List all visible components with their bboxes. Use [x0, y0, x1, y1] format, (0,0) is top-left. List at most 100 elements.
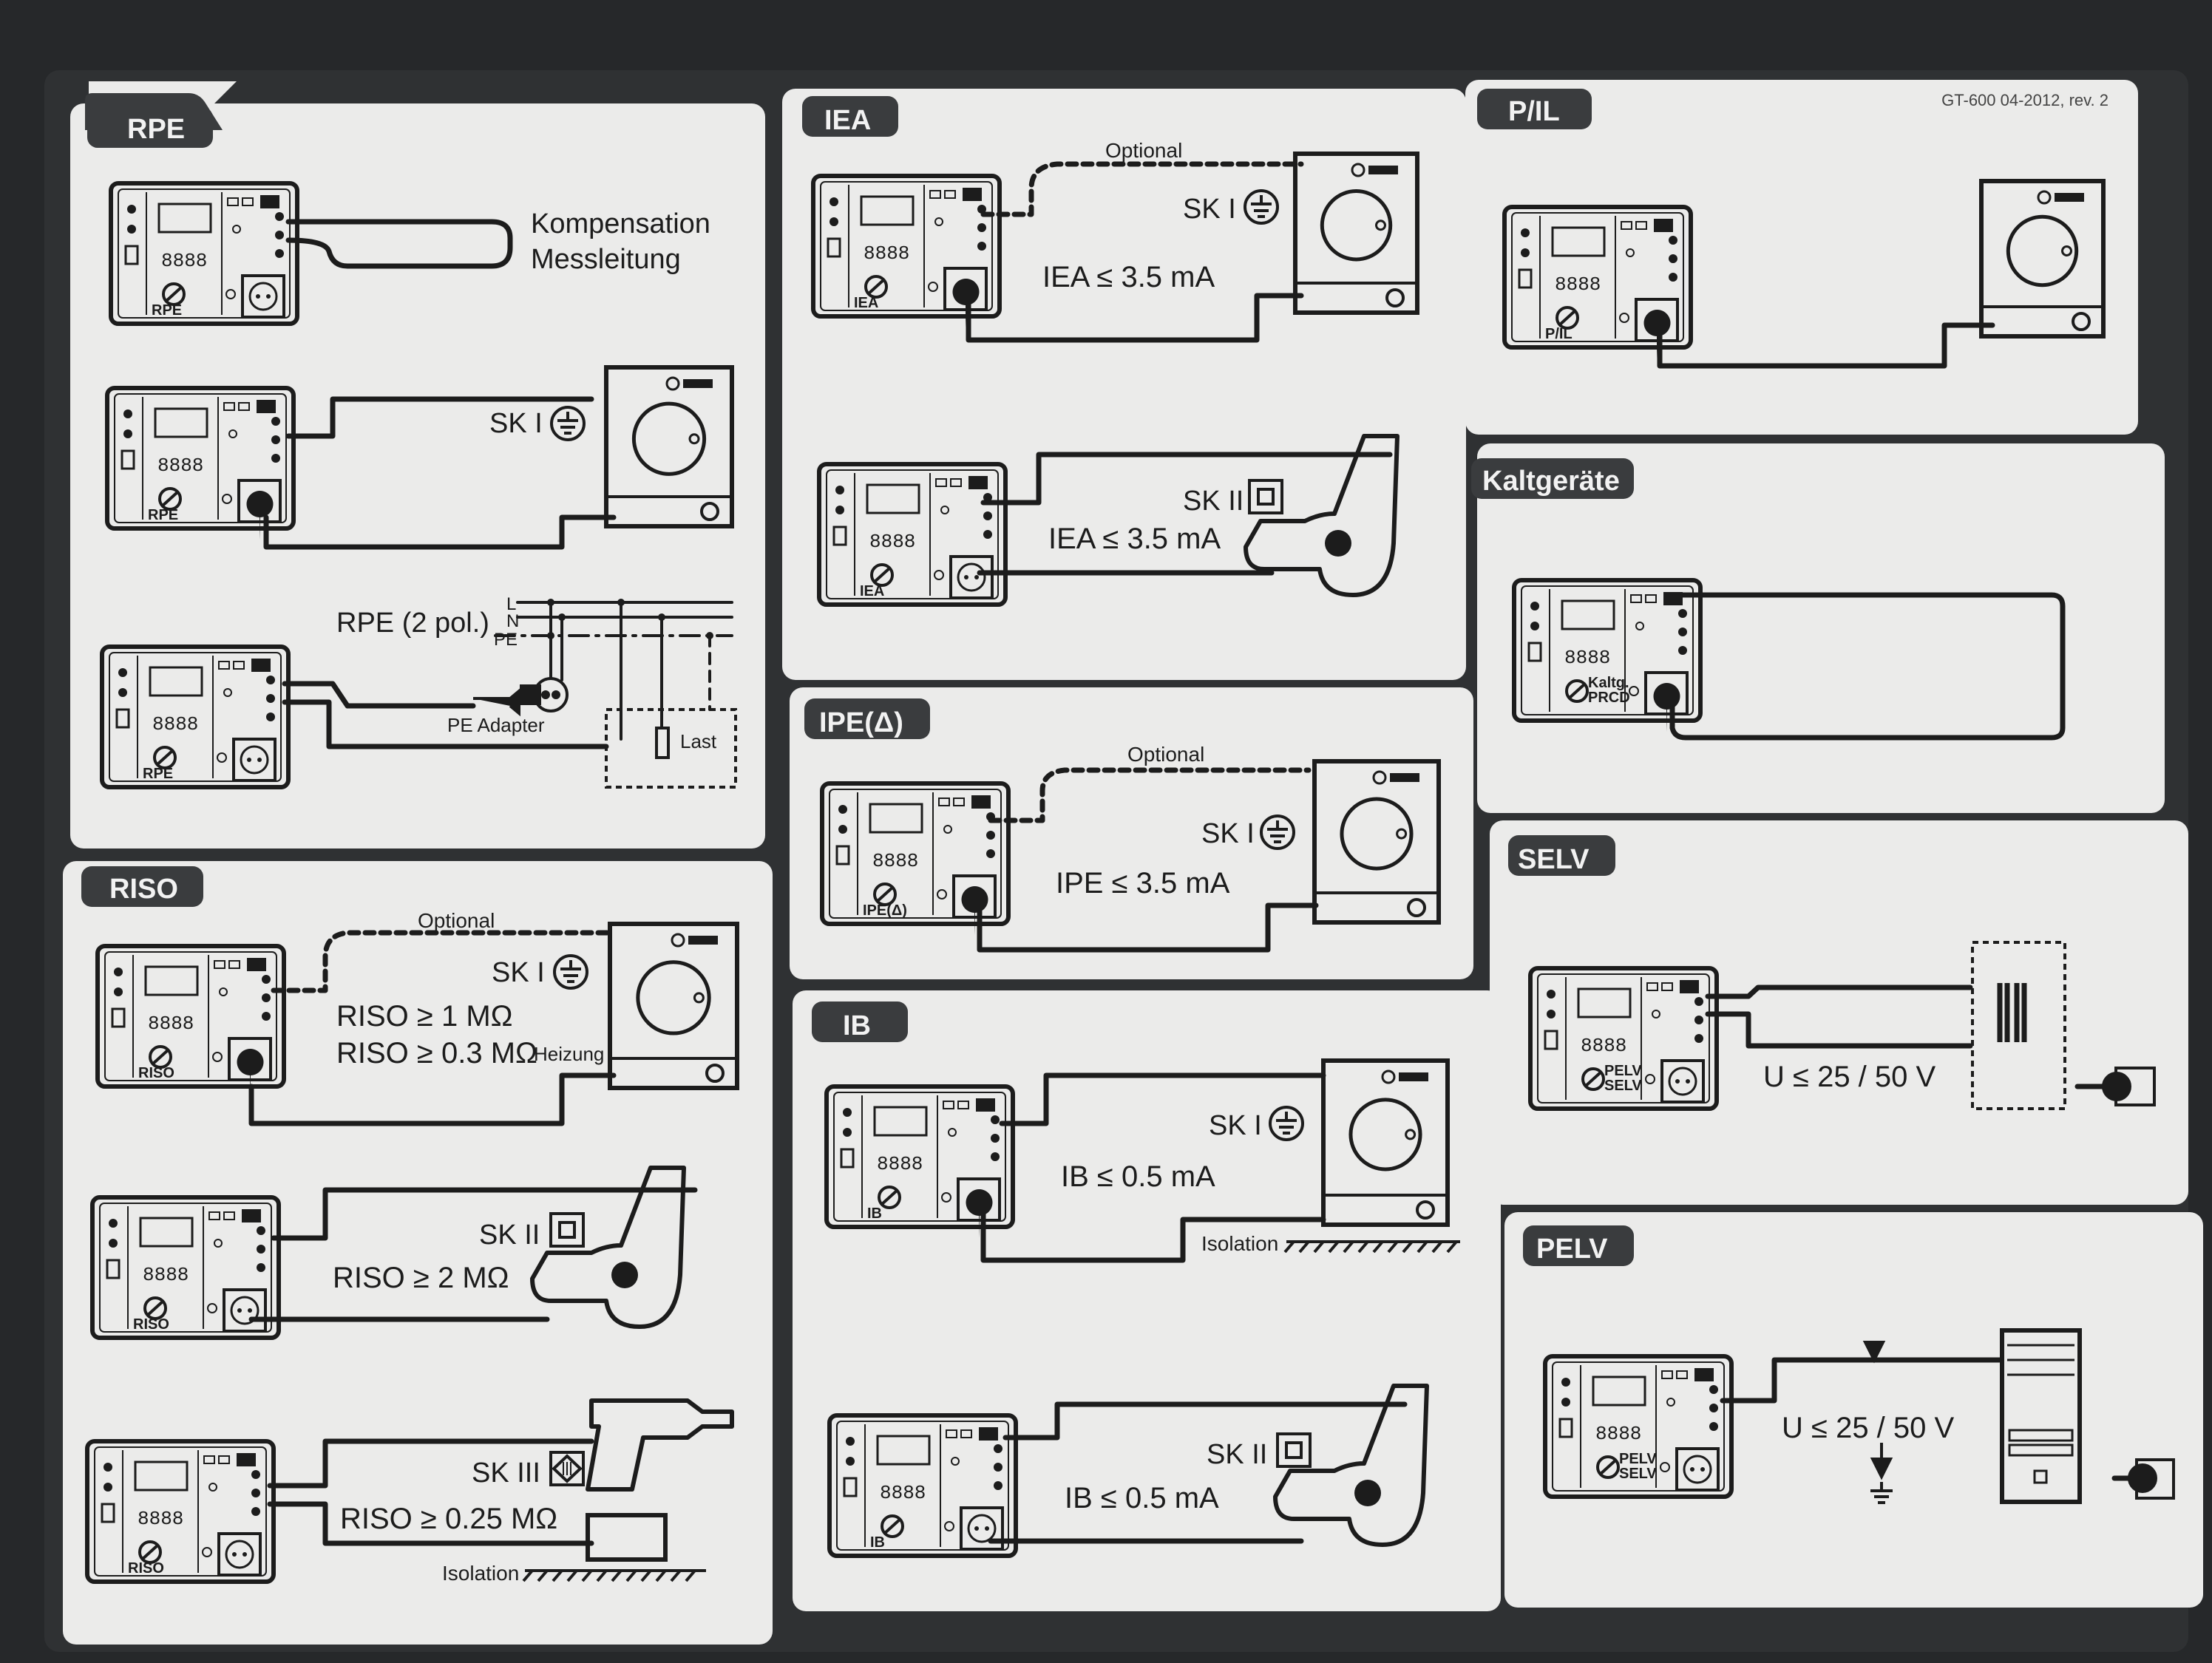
panel-title-kaltgeraete: Kaltgeräte: [1482, 466, 1620, 497]
washing-machine-icon: [604, 365, 734, 528]
ground-symbol-icon: [1260, 815, 1295, 850]
tester-mode-label: IB: [867, 1205, 882, 1222]
isolation-label-ib: Isolation: [1201, 1232, 1278, 1255]
tester-display-digits: 8888: [869, 531, 915, 553]
tester-devices: 8888RPE8888RPE8888RPE8888RISO8888RISO888…: [85, 174, 1734, 1584]
tester-mode-label: PELV: [1619, 1451, 1657, 1467]
tester-display-digits: 8888: [161, 250, 207, 272]
messleitung-label: Messleitung: [531, 244, 681, 275]
line-n-label: N: [506, 611, 519, 631]
tester-mode-label-2: SELV: [1619, 1466, 1657, 1482]
revision-label: GT-600 04-2012, rev. 2: [1941, 91, 2108, 109]
ground-symbol-icon: [553, 954, 588, 990]
tester-display-digits: 8888: [864, 242, 909, 265]
hair-dryer-icon: [530, 1166, 686, 1329]
panel-title-selv: SELV: [1518, 844, 1590, 875]
sk1-label-ipe: SK I: [1201, 818, 1255, 849]
washing-machine-icon: [1321, 1058, 1450, 1227]
tester-mode-label: RISO: [133, 1316, 169, 1333]
washing-machine-icon: [1293, 152, 1419, 315]
tester-mode-label: IEA: [860, 583, 884, 599]
tester-mode-label: P/IL: [1545, 326, 1573, 342]
wire-dots: [547, 599, 713, 639]
tester-mode-label: IB: [870, 1534, 885, 1551]
washing-machine-icon: [1979, 179, 2106, 339]
isolation-label-riso: Isolation: [442, 1562, 519, 1585]
riso-025-label: RISO ≥ 0.25 MΩ: [340, 1503, 557, 1535]
washing-machine-icon: [1312, 759, 1441, 925]
ground-symbol-icon: [1244, 189, 1279, 225]
ground-symbol-icon: [550, 406, 586, 441]
pe-adapter-graphic: [473, 677, 737, 789]
optional-label-ipe: Optional: [1127, 743, 1204, 766]
u-limit-label-selv: U ≤ 25 / 50 V: [1763, 1061, 1936, 1093]
tester-display-digits: 8888: [880, 1482, 926, 1504]
panel-title-pelv: PELV: [1536, 1234, 1608, 1265]
sk1-label-iea: SK I: [1183, 194, 1236, 225]
riso-03-label: RISO ≥ 0.3 MΩ: [336, 1037, 537, 1069]
double-square-icon: [1248, 479, 1283, 514]
iea-limit-label-2: IEA ≤ 3.5 mA: [1048, 523, 1221, 555]
tester-display-digits: 8888: [143, 1264, 189, 1286]
tester-mode-label: RPE: [152, 302, 182, 319]
tester-display-digits: 8888: [1595, 1423, 1641, 1445]
ib-limit-label-1: IB ≤ 0.5 mA: [1061, 1160, 1215, 1193]
sk3-label-riso: SK III: [472, 1458, 540, 1489]
tester-display-digits: 8888: [872, 850, 918, 872]
tester-display-digits: 8888: [1555, 273, 1601, 296]
tester-display-digits: 8888: [148, 1013, 194, 1035]
tester-display-digits: 8888: [152, 713, 198, 735]
panel-pelv: [1504, 1212, 2203, 1608]
washing-machine-icon: [608, 922, 739, 1090]
ib-limit-label-2: IB ≤ 0.5 mA: [1065, 1482, 1219, 1514]
sk2-label-ib: SK II: [1207, 1439, 1267, 1470]
sk1-label-rpe: SK I: [489, 408, 543, 439]
pe-adapter-label: PE Adapter: [447, 714, 545, 736]
tester-display-digits: 8888: [1581, 1035, 1626, 1057]
computer-tower-icon: [2000, 1328, 2082, 1504]
class-symbols: [549, 189, 1312, 1486]
tester-display-digits: 8888: [1564, 647, 1610, 669]
tester-mode-label: RISO: [138, 1065, 174, 1081]
panel-title-riso: RISO: [109, 874, 178, 905]
tester-mode-label: IEA: [854, 295, 878, 311]
sk1-label-ib: SK I: [1209, 1110, 1262, 1141]
tester-display-digits: 8888: [157, 455, 203, 477]
tester-mode-label-2: PRCD: [1588, 690, 1630, 706]
u-limit-label-pelv: U ≤ 25 / 50 V: [1782, 1412, 1955, 1444]
line-l-label: L: [506, 594, 516, 614]
riso-2-label: RISO ≥ 2 MΩ: [333, 1262, 509, 1294]
tester-mode-label: RPE: [143, 766, 173, 782]
panel-title-ipe: IPE(Δ): [819, 707, 903, 738]
pelv-voltage-arrows: [1862, 1341, 2175, 1504]
wiring: [248, 161, 2147, 1546]
tester-mode-label: RPE: [148, 507, 178, 523]
panel-title-pil: P/IL: [1508, 96, 1560, 127]
tester-mode-label: RISO: [128, 1560, 164, 1577]
optional-label-riso: Optional: [418, 909, 495, 932]
panel-tabs: [81, 89, 1634, 1266]
iea-limit-label-1: IEA ≤ 3.5 mA: [1042, 261, 1215, 293]
double-square-icon: [1276, 1432, 1312, 1468]
tester-mode-label-2: SELV: [1604, 1078, 1642, 1094]
line-pe-label: PE: [494, 630, 518, 650]
rpe-2pol-label: RPE (2 pol.): [336, 608, 489, 639]
double-square-icon: [549, 1212, 585, 1248]
hair-dryer-icon: [1273, 1384, 1429, 1547]
tester-display-digits: 8888: [138, 1508, 183, 1530]
